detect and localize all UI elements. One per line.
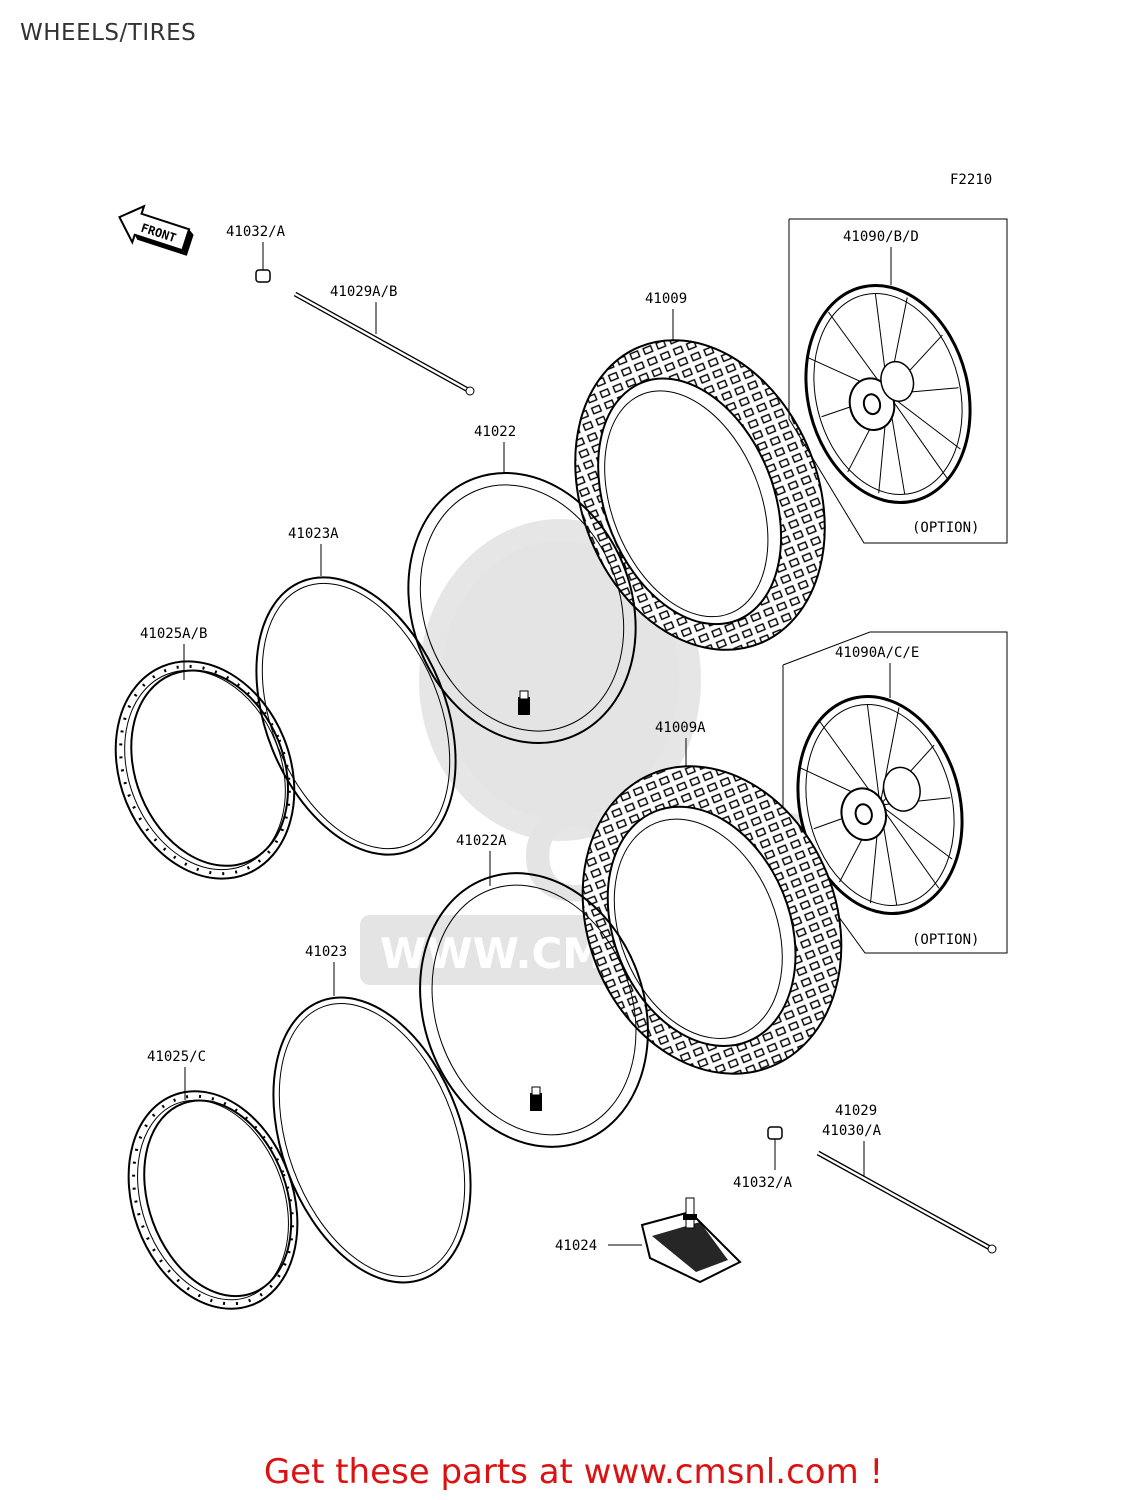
part-label-41024: 41024	[555, 1238, 597, 1254]
part-label-41029: 41029	[835, 1103, 877, 1119]
inner-tube-41022	[407, 471, 637, 745]
option-box-top: 41090/B/D (OPTION)	[788, 218, 1008, 544]
rim-41025ab	[114, 660, 296, 880]
rim-lock-icon	[640, 1197, 742, 1284]
part-label-41090bd: 41090/B/D	[843, 229, 919, 245]
axle-icon	[293, 291, 475, 396]
part-label-41022a: 41022A	[456, 833, 507, 849]
axle-icon	[816, 1150, 997, 1254]
valve-icon	[518, 690, 530, 715]
spoked-wheel-icon	[796, 695, 964, 915]
page-title: WHEELS/TIRES	[20, 20, 197, 46]
part-label-41023a: 41023A	[288, 526, 339, 542]
part-label-41025ab: 41025A/B	[140, 626, 207, 642]
part-label-41023: 41023	[305, 944, 347, 960]
part-label-41032a-bottom: 41032/A	[733, 1175, 793, 1191]
part-label-41090ace: 41090A/C/E	[835, 645, 919, 661]
option-label-bottom: (OPTION)	[912, 932, 979, 948]
nut-icon	[255, 269, 271, 283]
footer-cta-link[interactable]: Get these parts at www.cmsnl.com !	[263, 1452, 884, 1492]
part-label-41022: 41022	[474, 424, 516, 440]
part-label-41029ab: 41029A/B	[330, 284, 397, 300]
part-label-41025c: 41025/C	[147, 1049, 206, 1065]
front-arrow-icon: FRONT	[118, 204, 194, 256]
option-label-top: (OPTION)	[912, 520, 979, 536]
figure-code: F2210	[950, 172, 992, 188]
parts-diagram: CMS WWW.CMSNL.COM F2210 FRONT 41032/A 41…	[114, 172, 1008, 1310]
rim-band-41023	[272, 996, 472, 1284]
part-label-41009: 41009	[645, 291, 687, 307]
spoked-wheel-icon	[804, 284, 972, 504]
part-label-41030a: 41030/A	[822, 1123, 882, 1139]
inner-tube-41022a	[419, 872, 649, 1148]
part-label-41032a-top: 41032/A	[226, 224, 286, 240]
part-label-41009a: 41009A	[655, 720, 706, 736]
rim-41025c	[127, 1090, 299, 1310]
tire-41009a	[581, 765, 843, 1075]
nut-icon	[767, 1126, 783, 1140]
tire-41009	[574, 339, 826, 651]
valve-icon	[530, 1086, 542, 1111]
option-box-bottom: 41090A/C/E (OPTION)	[782, 631, 1008, 954]
